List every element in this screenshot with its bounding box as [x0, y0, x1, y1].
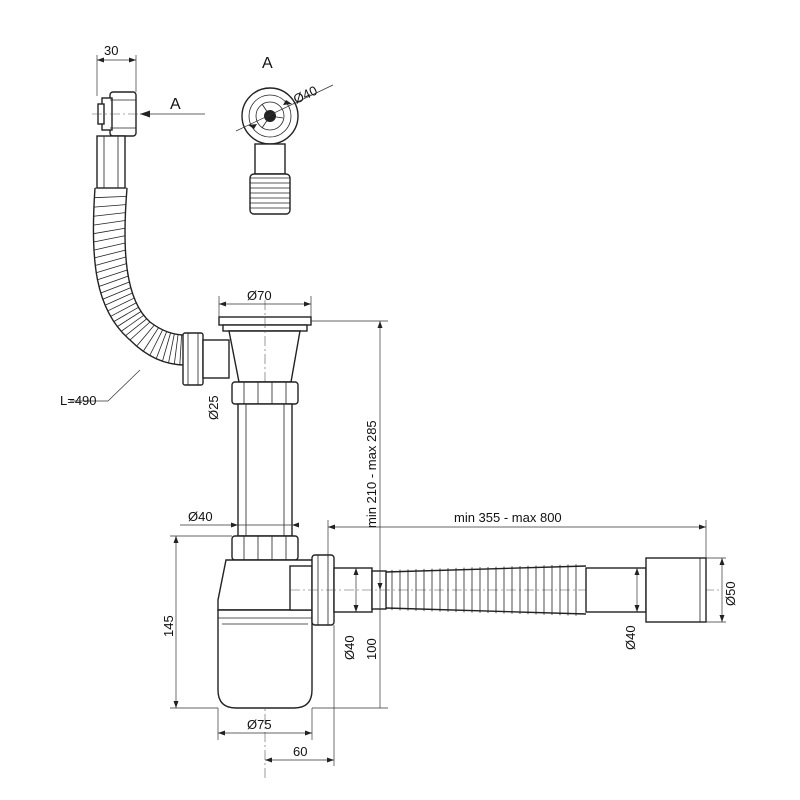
hose-rib	[93, 220, 126, 226]
dimension-hose-d40: Ø40	[623, 568, 640, 650]
hose-rib	[142, 327, 159, 352]
dim-145-label: 145	[161, 615, 176, 637]
view-a-diameter-label: Ø40	[291, 83, 320, 107]
dimension-145: 145	[161, 535, 232, 709]
hose-rib	[93, 204, 126, 208]
vertical-tube	[237, 403, 293, 537]
tube-d40-label: Ø40	[188, 509, 213, 524]
outlet-length-label: min 355 - max 800	[454, 510, 562, 525]
dimension-height-range: min 210 - max 285	[311, 320, 388, 708]
d75-label: Ø75	[247, 717, 272, 732]
hose-length-label: L=490	[60, 393, 97, 408]
dimension-tube-d40: Ø40	[180, 509, 299, 528]
hose-rib	[104, 292, 133, 306]
hose-rib	[93, 242, 126, 251]
outlet-d40-label: Ø40	[342, 635, 357, 660]
view-a-title: A	[262, 55, 273, 72]
corrugated-overflow-hose	[92, 187, 186, 366]
dimension-60: 60	[265, 625, 335, 766]
hose-rib	[149, 329, 163, 356]
hose-rib	[120, 314, 144, 332]
d25-label: Ø25	[206, 395, 221, 420]
hose-rib	[162, 332, 171, 362]
view-arrow-a: A	[140, 96, 205, 118]
dimension-outlet-d40-100: Ø40 100	[312, 568, 388, 709]
hose-rib	[113, 306, 139, 322]
hose-rib	[93, 235, 126, 243]
hose-rib	[98, 275, 129, 287]
hose-length-callout: L=490	[60, 369, 141, 408]
hose-rib	[96, 263, 127, 274]
hose-rib	[94, 195, 127, 199]
hose-rib	[173, 334, 179, 365]
overflow-connector	[182, 332, 230, 386]
hose-rib	[155, 331, 168, 359]
dimension-end-d50: Ø50	[706, 557, 738, 623]
hose-rib	[100, 281, 130, 294]
hose-rib	[136, 324, 155, 347]
hose-rib	[125, 318, 147, 337]
end-d50-label: Ø50	[723, 581, 738, 606]
hose-rib	[93, 212, 126, 217]
hose-d40-label: Ø40	[623, 625, 638, 650]
hose-rib	[129, 321, 151, 341]
view-a: A Ø40	[235, 55, 334, 215]
hose-rib	[179, 334, 182, 365]
dimension-outlet-length: min 355 - max 800	[327, 510, 707, 558]
dim-60-label: 60	[293, 744, 307, 759]
hose-rib	[102, 287, 131, 300]
view-arrow-label: A	[170, 96, 181, 113]
dimension-d75: Ø75	[217, 708, 313, 740]
hose-rib	[94, 249, 126, 259]
dim-100-label: 100	[364, 638, 379, 660]
hose-rib	[117, 311, 142, 327]
hose-rib	[168, 333, 175, 364]
dimension-d70: Ø70	[218, 288, 312, 317]
hose-rib	[97, 269, 128, 281]
hose-rib	[107, 297, 135, 312]
side-outlet	[289, 554, 720, 626]
upper-nut	[231, 381, 299, 405]
dimension-30: 30	[96, 43, 137, 96]
lower-nut	[231, 535, 299, 561]
outlet-corrugated-hose	[385, 557, 707, 623]
height-range-label: min 210 - max 285	[364, 420, 379, 528]
dim-30-label: 30	[104, 43, 118, 58]
overflow-fitting	[92, 91, 145, 189]
hose-rib	[110, 302, 137, 317]
hose-rib	[93, 227, 126, 235]
hose-rib	[95, 256, 126, 266]
d70-label: Ø70	[247, 288, 272, 303]
